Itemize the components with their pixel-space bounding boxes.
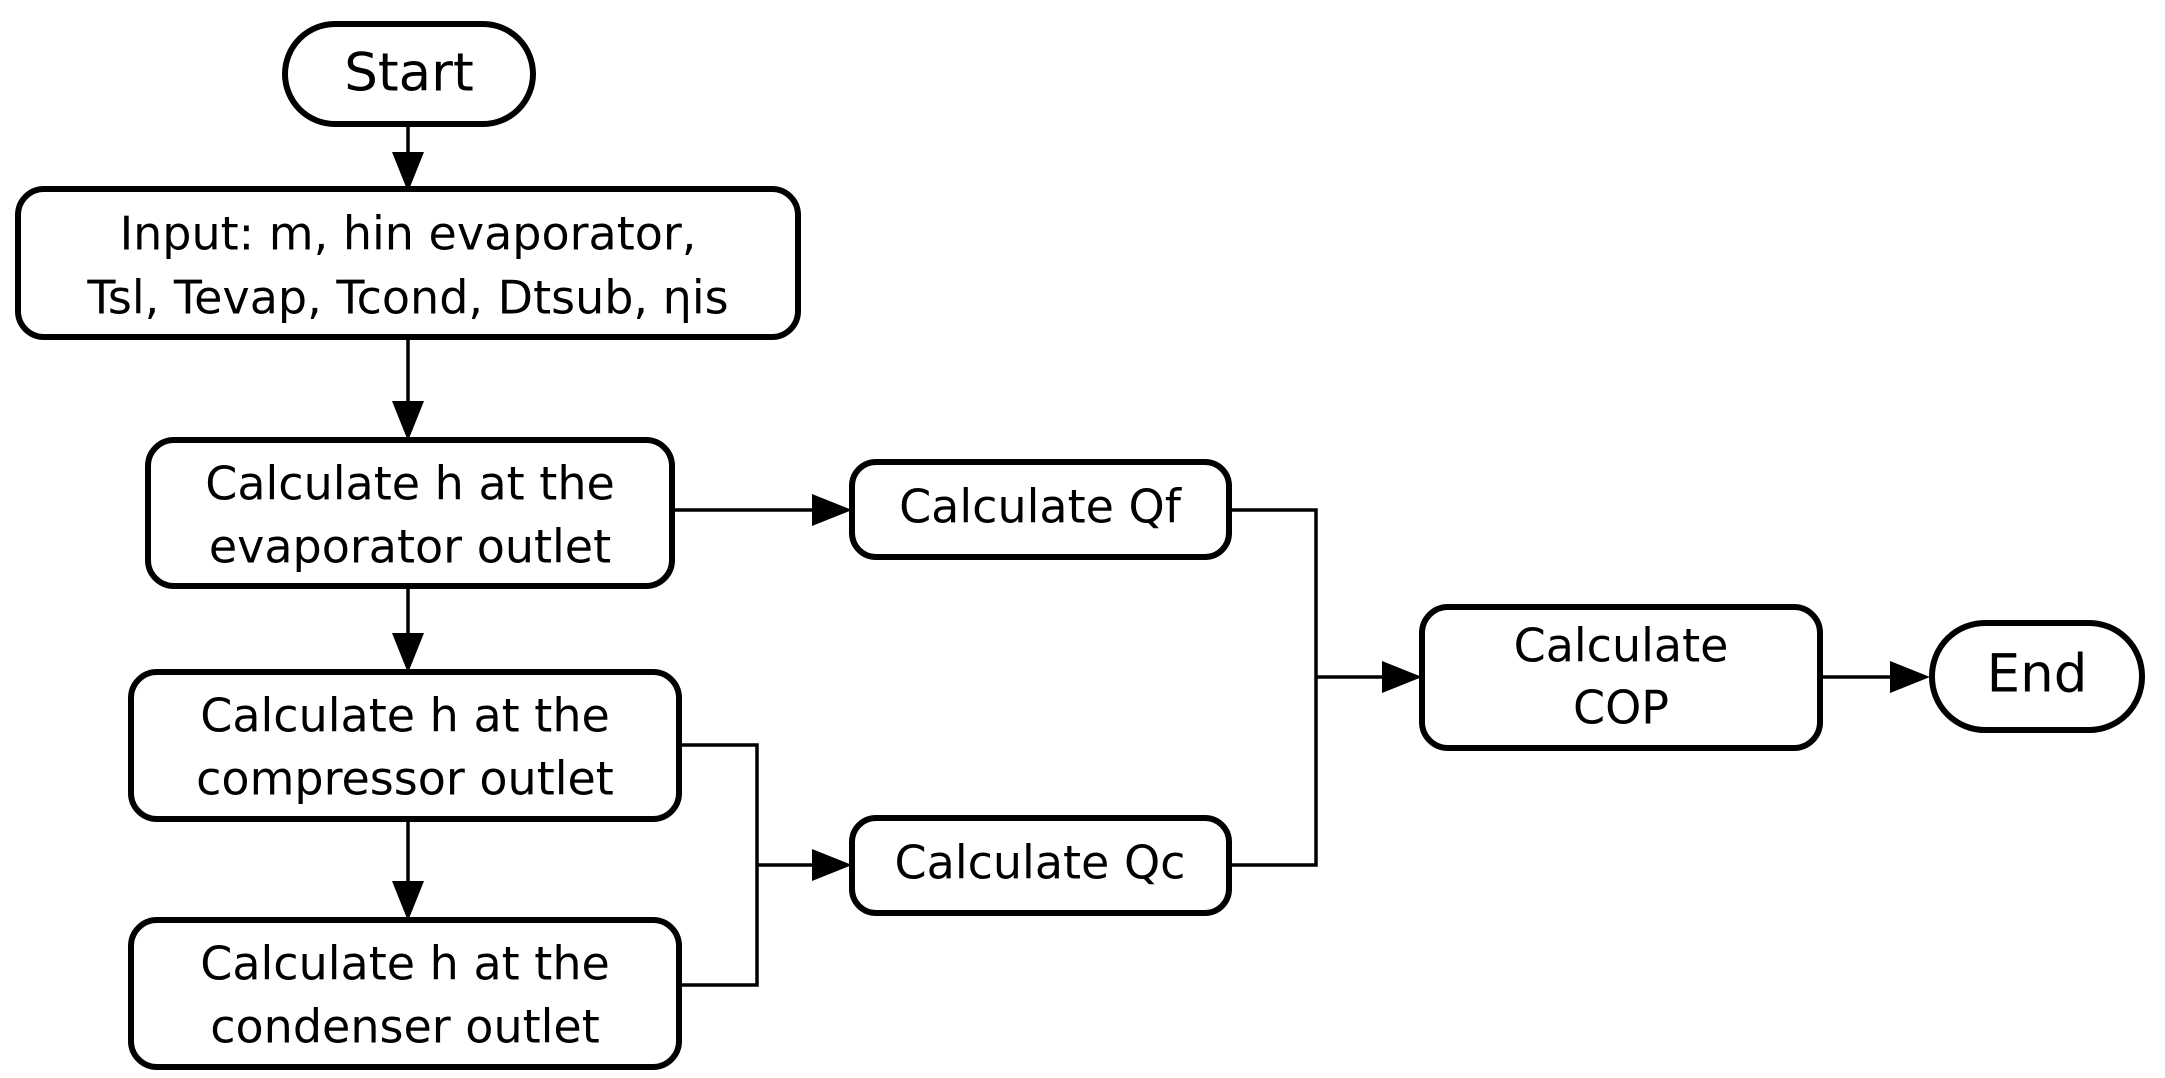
node-evaporator-shape[interactable] (145, 437, 675, 589)
node-input-shape[interactable] (15, 186, 801, 340)
node-compressor-outlet[interactable]: Calculate h at the compressor outlet (128, 669, 682, 822)
node-start-label: Start (344, 43, 473, 104)
node-start[interactable]: Start (282, 21, 536, 127)
node-qf-shape[interactable] (849, 459, 1232, 560)
node-qc-shape[interactable] (849, 815, 1232, 916)
node-end-shape[interactable] (1929, 620, 2145, 733)
node-condenser-label-line1: Calculate h at the (200, 937, 610, 991)
edge-cop-to-end (1820, 661, 1930, 693)
node-qf-label: Calculate Qf (899, 480, 1183, 534)
node-start-shape[interactable] (282, 21, 536, 127)
node-condenser-shape[interactable] (128, 917, 682, 1070)
node-evaporator-label-line2: evaporator outlet (209, 520, 611, 574)
node-compressor-label-line1: Calculate h at the (200, 689, 610, 743)
node-cop-shape[interactable] (1419, 604, 1823, 751)
edge-input-to-evaporator (392, 338, 424, 441)
edge-qf-qc-to-cop (1229, 508, 1422, 867)
edge-evaporator-to-qf (672, 494, 852, 526)
node-end-label: End (1987, 644, 2088, 705)
node-input-label-line1: Input: m, hin evaporator, (120, 207, 697, 261)
node-compressor-shape[interactable] (128, 669, 682, 822)
node-evaporator-label-line1: Calculate h at the (205, 457, 615, 511)
edge-compressor-condenser-to-qc (678, 743, 852, 987)
node-calculate-qc[interactable]: Calculate Qc (849, 815, 1232, 916)
node-input-label-line2: Tsl, Tevap, Tcond, Dtsub, ηis (86, 271, 728, 325)
node-evaporator-outlet[interactable]: Calculate h at the evaporator outlet (145, 437, 675, 589)
node-qc-label: Calculate Qc (895, 836, 1186, 890)
node-input[interactable]: Input: m, hin evaporator, Tsl, Tevap, Tc… (15, 186, 801, 340)
edge-evaporator-to-compressor (392, 585, 424, 673)
node-cop-label-line1: Calculate (1514, 619, 1729, 673)
node-compressor-label-line2: compressor outlet (196, 752, 614, 806)
node-condenser-outlet[interactable]: Calculate h at the condenser outlet (128, 917, 682, 1070)
node-cop-label-line2: COP (1573, 681, 1669, 735)
node-condenser-label-line2: condenser outlet (210, 1000, 600, 1054)
node-calculate-qf[interactable]: Calculate Qf (849, 459, 1232, 560)
edge-compressor-to-condenser (392, 818, 424, 921)
node-calculate-cop[interactable]: Calculate COP (1419, 604, 1823, 751)
edge-start-to-input (392, 125, 424, 192)
node-end[interactable]: End (1929, 620, 2145, 733)
